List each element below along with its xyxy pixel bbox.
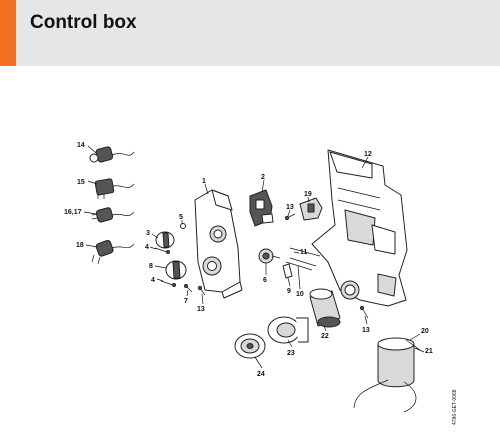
label-part-18: 18	[76, 242, 84, 249]
label-part-6: 6	[263, 277, 267, 284]
switch-19	[299, 197, 323, 221]
screw-7	[184, 284, 193, 293]
label-part-9: 9	[287, 288, 291, 295]
screw-13a	[197, 285, 206, 296]
label-part-23: 23	[287, 350, 295, 357]
selector-knob-3	[155, 231, 175, 249]
label-part-15: 15	[77, 179, 85, 186]
label-part-20: 20	[421, 328, 429, 335]
wire-21	[405, 339, 421, 351]
plug-9	[282, 263, 293, 279]
screw-4b	[160, 280, 176, 287]
label-part-12: 12	[364, 151, 372, 158]
power-cord-14	[89, 146, 135, 163]
motor-22	[309, 288, 341, 328]
cable-11	[289, 247, 321, 257]
label-part-21: 21	[425, 348, 433, 355]
cable-10	[285, 257, 317, 271]
ring-23	[267, 316, 309, 344]
label-part-4b: 4	[151, 277, 155, 284]
label-part-4a: 4	[145, 244, 149, 251]
page-title: Control box	[30, 12, 137, 33]
selector-knob-8	[165, 260, 187, 280]
cap-24	[234, 333, 266, 359]
power-cord-18	[91, 239, 135, 265]
screw-13c	[359, 305, 369, 319]
label-part-1: 1	[202, 178, 206, 185]
label-part-22: 22	[321, 333, 329, 340]
label-part-13c: 13	[362, 327, 370, 334]
label-part-24: 24	[257, 371, 265, 378]
washer-5	[180, 223, 186, 229]
capacitor-20	[353, 337, 417, 413]
label-part-5: 5	[179, 214, 183, 221]
screw-13b	[284, 213, 296, 221]
power-cord-15	[94, 178, 135, 199]
label-part-11: 11	[300, 249, 308, 256]
drawing-code: 4786-GET-0068	[452, 389, 458, 425]
label-part-8: 8	[149, 263, 153, 270]
switch-2	[249, 189, 274, 227]
label-part-2: 2	[261, 174, 265, 181]
label-part-13b: 13	[286, 204, 294, 211]
power-cord-16-17	[91, 207, 135, 223]
label-part-3: 3	[146, 230, 150, 237]
label-part-16-17: 16,17	[64, 209, 82, 216]
label-part-10: 10	[296, 291, 304, 298]
control-panel-housing	[194, 189, 243, 299]
label-part-14: 14	[77, 142, 85, 149]
label-part-7: 7	[184, 298, 188, 305]
header-accent-bar	[0, 0, 16, 66]
screw-4a	[154, 247, 170, 254]
label-part-19: 19	[304, 191, 312, 198]
label-part-13a: 13	[197, 306, 205, 313]
leader-lines	[83, 145, 425, 369]
rotary-switch-6	[258, 248, 281, 264]
header-band	[0, 0, 500, 66]
main-housing-12	[311, 149, 408, 307]
